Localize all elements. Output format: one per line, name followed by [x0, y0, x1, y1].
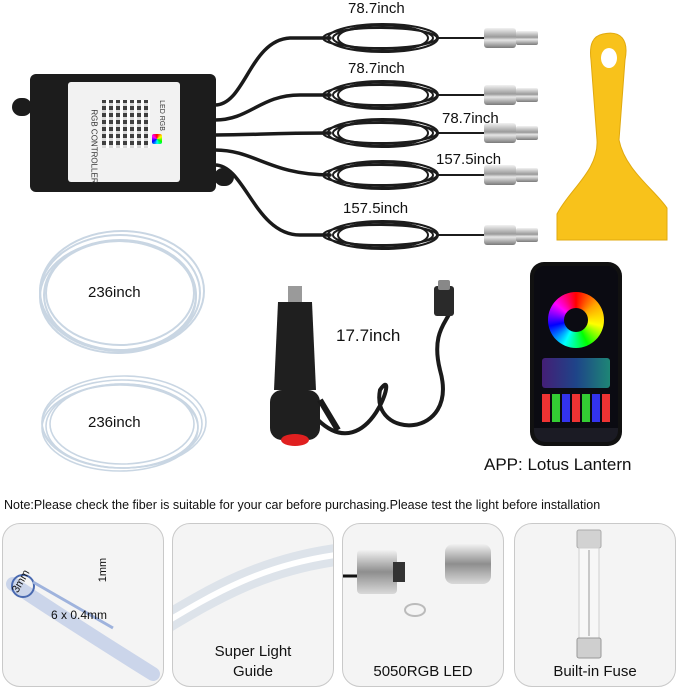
fiber-coil-5: [322, 220, 439, 250]
fiber-length-4: 157.5inch: [436, 151, 502, 168]
controller-sticker: RGB CONTROLLER LED RGB: [68, 82, 180, 184]
coil-length-bottom: 236inch: [88, 414, 141, 431]
fiber-end-caps: [484, 28, 538, 245]
fiber-length-1: 78.7inch: [348, 0, 405, 17]
note-text: Note:Please check the fiber is suitable …: [4, 498, 601, 512]
app-label: APP: Lotus Lantern: [484, 455, 632, 474]
controller-ear-left: [12, 98, 32, 116]
fiber-coil-4: [322, 160, 439, 190]
controller-ear-right: [214, 168, 234, 186]
led-icon: [152, 134, 162, 144]
fiber-dim-c: 6 x 0.4mm: [51, 608, 108, 622]
fiber-length-3: 78.7inch: [442, 110, 499, 127]
fuse-label: Built-in Fuse: [553, 663, 637, 680]
fiber-length-5: 157.5inch: [343, 200, 409, 217]
panel-fuse: Built-in Fuse: [514, 523, 676, 687]
light-guide-label: Super Light Guide: [214, 643, 292, 680]
app-sliders: [542, 358, 610, 388]
app-color-grid: [542, 394, 610, 422]
fiber-coil-2: [322, 80, 439, 110]
light-guide-diagram: [173, 544, 333, 631]
clear-fiber-coil-top: [39, 230, 205, 354]
color-wheel-center: [564, 308, 588, 332]
fiber-coil-3: [322, 118, 439, 148]
fiber-coil-1: [322, 23, 439, 53]
clear-fiber-coil-bottom: [41, 375, 207, 472]
panel-led: 5050RGB LED: [342, 523, 504, 687]
smartphone: [530, 262, 622, 446]
fiber-dim-b: 1mm: [97, 557, 110, 583]
led-label: 5050RGB LED: [373, 663, 473, 680]
app-nav-bar: [534, 428, 618, 442]
fiber-length-2: 78.7inch: [348, 60, 405, 77]
fiber-profile-diagram: [6, 574, 160, 681]
coil-length-top: 236inch: [88, 284, 141, 301]
power-cable-length: 17.7inch: [336, 326, 401, 345]
fiber-coils: [322, 23, 538, 250]
panel-light-guide: Super Light Guide: [172, 523, 334, 687]
panel-fiber-profile: 3mm 1mm 6 x 0.4mm: [2, 523, 164, 687]
fuse-diagram: [576, 529, 602, 659]
car-charger-plug: [270, 280, 454, 446]
scraper-tool: [556, 32, 668, 241]
led-diagram: [343, 544, 491, 617]
qr-code-overlay: [102, 100, 150, 148]
rgb-controller: RGB CONTROLLER LED RGB: [12, 74, 234, 192]
phone-screen: [534, 266, 618, 442]
